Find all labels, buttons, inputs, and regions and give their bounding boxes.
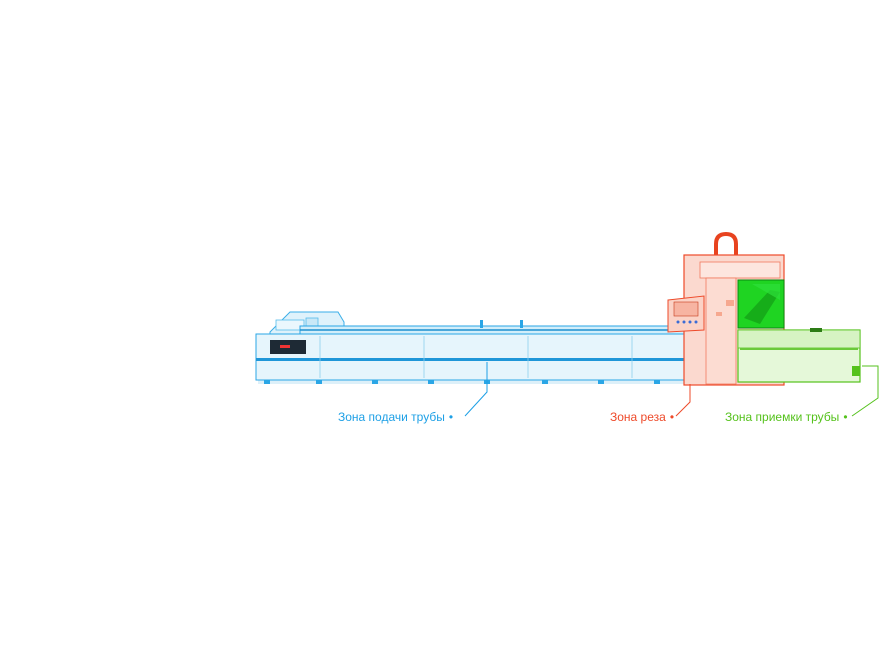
- cut-zone-label-text: Зона реза: [610, 410, 666, 424]
- receive-zone-label-text: Зона приемки трубы: [725, 410, 840, 424]
- receive-leader-line: [851, 365, 879, 417]
- receive-zone-label: Зона приемки трубы•: [725, 410, 848, 424]
- cut-cable-arc: [714, 231, 738, 262]
- receive-zone-machine: [737, 328, 879, 417]
- feed-zone-label: Зона подачи трубы•: [338, 410, 453, 424]
- receive-bullet-icon: •: [843, 410, 848, 424]
- feed-zone-machine: [255, 311, 699, 417]
- cut-zone-machine: [667, 231, 785, 417]
- cut-control-screen: [673, 301, 699, 317]
- cut-leader-line: [675, 384, 691, 417]
- feed-bullet-icon: •: [448, 410, 454, 424]
- cut-bullet-icon: •: [669, 410, 675, 424]
- cut-zone-label: Зона реза•: [610, 410, 674, 424]
- feed-leader-line: [464, 362, 488, 417]
- feed-zone-label-text: Зона подачи трубы: [338, 410, 445, 424]
